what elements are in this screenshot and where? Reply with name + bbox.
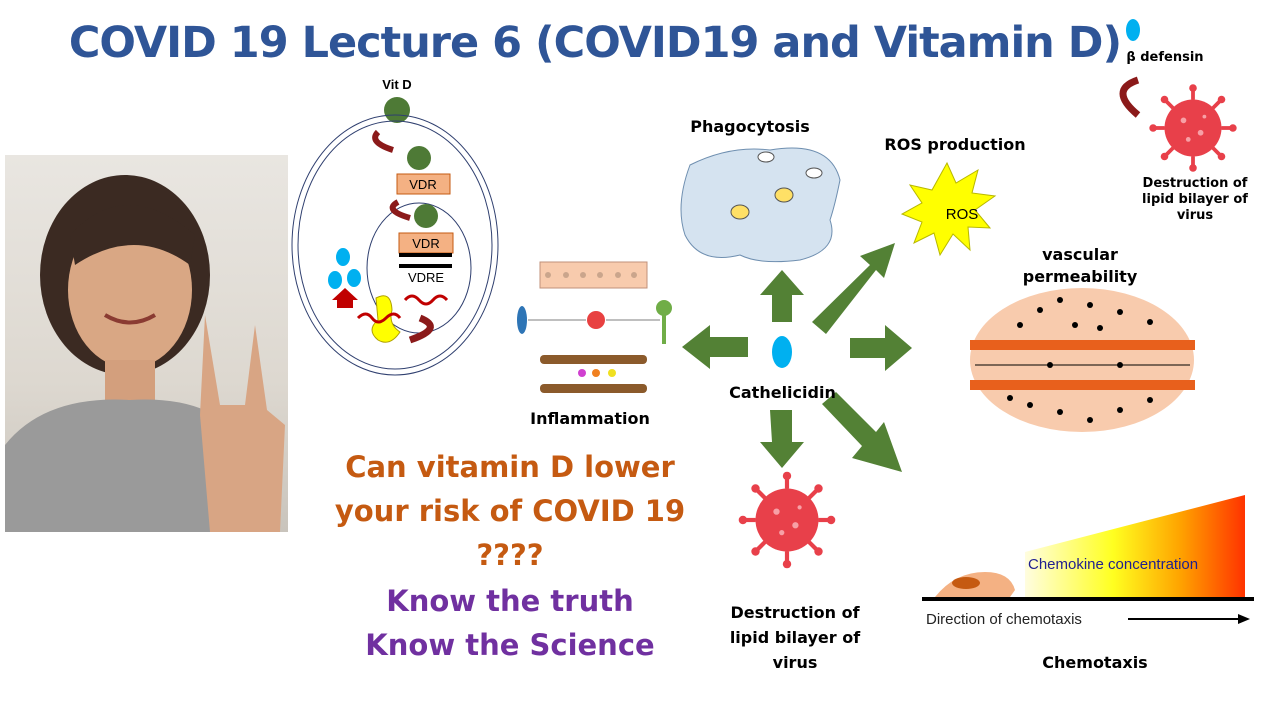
chemokine-label: Chemokine concentration [1028, 556, 1198, 573]
vascular-permeability-label: vascular permeability [1010, 244, 1150, 288]
cathelicidin-molecule [772, 336, 792, 368]
ros-burst [900, 161, 997, 257]
page-title: COVID 19 Lecture 6 (COVID19 and Vitamin … [68, 18, 1122, 68]
destruction-top-line: Destruction of [1142, 176, 1248, 191]
green-arrows [682, 243, 912, 472]
inflammation-diagram [517, 261, 672, 393]
tagline-line-2: Know the Science [365, 628, 655, 662]
virus-icon-bottom [739, 472, 836, 569]
inflammation-label: Inflammation [530, 409, 650, 428]
vit-d-label: Vit D [382, 77, 411, 92]
chemotaxis-illustration [922, 495, 1254, 624]
vascular-line: permeability [1022, 267, 1138, 286]
tagline-line-1: Know the truth [386, 584, 634, 618]
phagocytosis-label: Phagocytosis [690, 117, 810, 136]
vitamin-d-molecule [384, 97, 410, 123]
destruction-top-line: lipid bilayer of [1142, 192, 1248, 207]
vascular-permeability-illustration [970, 288, 1195, 432]
curved-arrow-icon [1119, 76, 1141, 118]
ros-production-label: ROS production [884, 135, 1026, 154]
beta-defensin-label: β defensin [1126, 50, 1204, 65]
ros-label: ROS [946, 206, 979, 223]
destruction-bottom-line: lipid bilayer of [729, 628, 861, 647]
vdr-label-1: VDR [409, 177, 436, 192]
presenter-photo [5, 155, 288, 532]
direction-label: Direction of chemotaxis [926, 611, 1082, 628]
destruction-top-label: Destruction of lipid bilayer of virus [1130, 176, 1260, 224]
destruction-bottom-label: Destruction of lipid bilayer of virus [715, 600, 875, 675]
destruction-bottom-line: virus [772, 653, 818, 672]
question-line-1: Can vitamin D lower [345, 450, 675, 484]
beta-defensin-molecule [1126, 19, 1140, 41]
destruction-bottom-line: Destruction of [730, 603, 860, 622]
question-line-2: your risk of COVID 19 [334, 494, 686, 528]
phagocyte-illustration [680, 147, 841, 263]
destruction-top-line: virus [1176, 208, 1214, 223]
vascular-line: vascular [1042, 245, 1118, 264]
vdre-label: VDRE [408, 270, 444, 285]
question-line-3: ???? [476, 538, 544, 572]
virus-icon-top [1147, 82, 1239, 174]
chemotaxis-label: Chemotaxis [1042, 653, 1148, 672]
cathelicidin-label: Cathelicidin [729, 383, 836, 402]
vdr-label-2: VDR [412, 236, 439, 251]
vitamin-d-cell-diagram: Vit D VDR VDR VDRE [291, 77, 499, 376]
